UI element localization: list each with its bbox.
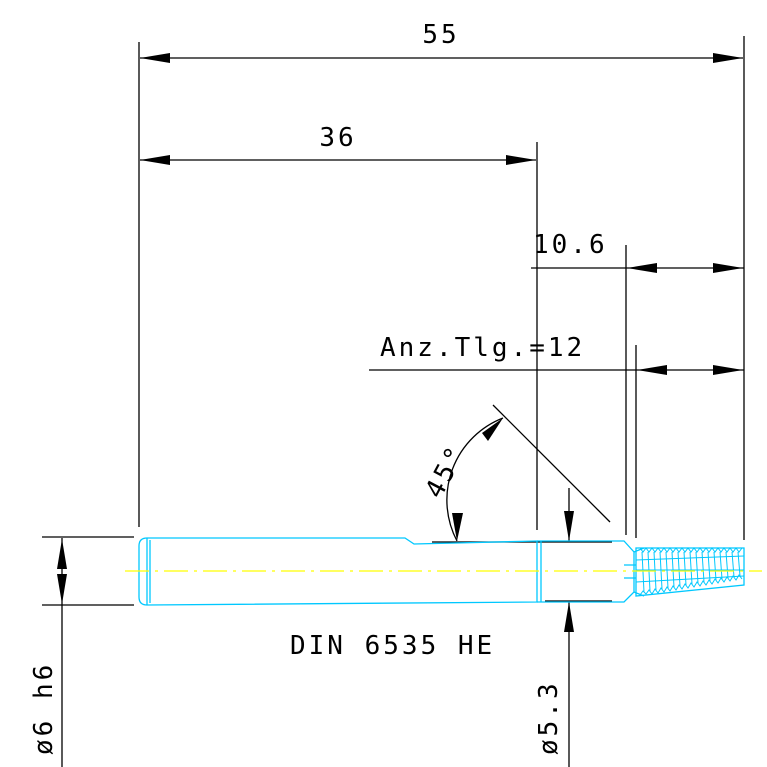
arrow-angle-top xyxy=(482,418,503,441)
arrow-shank-dia-bottom xyxy=(57,574,67,604)
arrow-neck-right xyxy=(713,263,743,273)
chamfer-reference-line xyxy=(492,404,611,523)
thread-count-note: Anz.Tlg.=12 xyxy=(380,333,585,363)
dimension-neck-diameter: ø5.3 xyxy=(534,680,564,755)
arrow-neck-dia-top xyxy=(564,511,574,541)
dimension-lines xyxy=(57,53,744,767)
dimension-overall-length: 55 xyxy=(422,20,459,50)
thread-transition xyxy=(624,547,645,597)
shank-body xyxy=(138,537,538,606)
arrow-thread-left xyxy=(637,365,667,375)
extension-lines xyxy=(42,36,745,606)
arrow-shank-dia-top xyxy=(57,539,67,569)
dimension-shank-diameter: ø6 h6 xyxy=(29,662,59,755)
arrow-neck-left xyxy=(627,263,657,273)
dimension-chamfer-angle: 45° xyxy=(420,440,473,504)
arrow-angle-bottom xyxy=(452,513,463,541)
arrow-thread-right xyxy=(713,365,743,375)
neck-section xyxy=(537,540,635,603)
dimension-neck-length: 10.6 xyxy=(533,230,608,260)
arrow-neck-dia-bottom xyxy=(564,602,574,632)
standard-label: DIN 6535 HE xyxy=(290,631,495,661)
dimension-shank-length: 36 xyxy=(319,123,356,153)
chamfer-angle-arc xyxy=(446,417,504,542)
thread-outline xyxy=(635,547,745,597)
